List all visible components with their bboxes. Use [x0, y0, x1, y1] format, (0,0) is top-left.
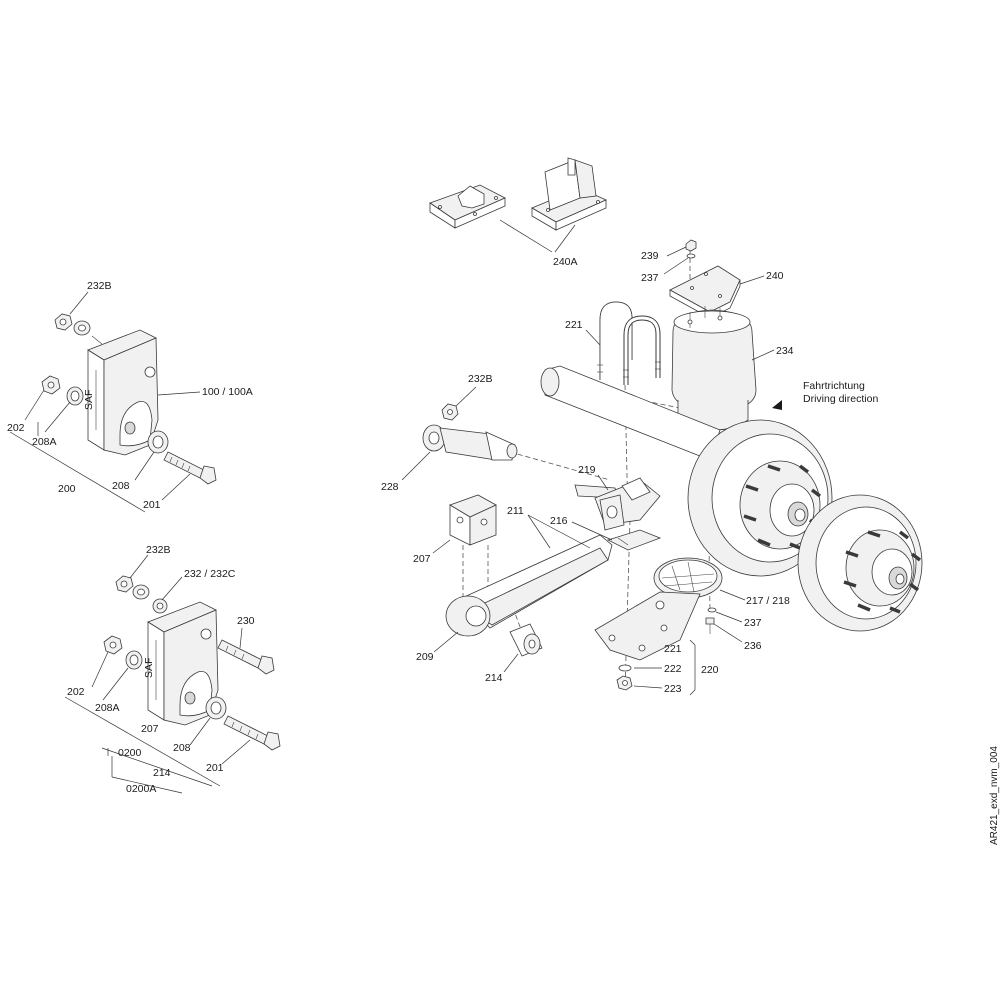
label-232-232c: 232 / 232C — [184, 568, 236, 580]
mounting-plate-240a-right — [531, 157, 607, 231]
shock-absorber-228 — [422, 424, 518, 461]
label-202-top: 202 — [7, 422, 25, 434]
air-spring-234 — [671, 306, 757, 431]
washer-208a-b — [125, 650, 143, 670]
label-201-bottom: 201 — [206, 762, 224, 774]
label-221-top: 221 — [565, 319, 583, 331]
label-239: 239 — [641, 250, 659, 262]
bolt-236 — [705, 617, 715, 634]
label-223: 223 — [664, 683, 682, 695]
label-230: 230 — [237, 615, 255, 627]
u-bolt-221 — [597, 301, 661, 385]
leaders-0200 — [64, 554, 251, 794]
brand-mark-b: SAF — [143, 658, 155, 678]
label-200: 200 — [58, 483, 76, 495]
fastener-group-220 — [616, 664, 633, 691]
nut-232b-bottom — [115, 575, 168, 614]
drawing-id: AR421_exd_nvm_004 — [989, 746, 1000, 845]
bolt-230 — [217, 639, 275, 675]
label-207-right: 207 — [413, 553, 431, 565]
label-214-left: 214 — [153, 767, 171, 779]
nut-232b-top — [54, 313, 103, 345]
label-232b-top: 232B — [87, 280, 112, 292]
label-216: 216 — [550, 515, 568, 527]
brake-disc-hub — [797, 494, 923, 632]
label-220: 220 — [701, 664, 719, 676]
bush-214 — [509, 623, 543, 657]
label-221-bottom: 221 — [664, 643, 682, 655]
label-211: 211 — [507, 505, 524, 517]
brake-drum-hub — [687, 419, 833, 577]
nut-239 — [685, 239, 697, 259]
label-232b-bottom: 232B — [146, 544, 171, 556]
washer-237-bottom — [707, 607, 717, 613]
label-208a-top: 208A — [32, 436, 57, 448]
label-219: 219 — [578, 464, 596, 476]
label-0200: 0200 — [118, 747, 142, 759]
bracket-207 — [449, 494, 497, 546]
bolt-201-b — [223, 715, 281, 751]
label-237-top: 237 — [641, 272, 659, 284]
label-222: 222 — [664, 663, 682, 675]
hanger-assembly-0200: SAF — [103, 575, 281, 751]
direction-label-en: Driving direction — [803, 393, 878, 405]
washer-208-b — [205, 696, 227, 720]
label-234: 234 — [776, 345, 794, 357]
trailing-arm-209-211 — [445, 534, 613, 637]
label-202-bottom: 202 — [67, 686, 85, 698]
label-237-bottom: 237 — [744, 617, 762, 629]
direction-arrow-icon — [772, 400, 782, 410]
label-201-top: 201 — [143, 499, 161, 511]
label-207-left: 207 — [141, 723, 159, 735]
bolt-201-a — [163, 451, 217, 485]
label-214-right: 214 — [485, 672, 503, 684]
hanger-bracket-100: SAF — [83, 329, 159, 456]
label-232b-shock: 232B — [468, 373, 493, 385]
nut-232b-shock — [441, 403, 459, 421]
label-208-top: 208 — [112, 480, 130, 492]
label-208a-bottom: 208A — [95, 702, 120, 714]
washer-208-a — [147, 430, 169, 454]
hanger-assembly-200: SAF — [41, 313, 217, 485]
label-208-bottom: 208 — [173, 742, 191, 754]
brand-mark-a: SAF — [83, 390, 95, 410]
direction-label-de: Fahrtrichtung — [803, 380, 865, 392]
nut-202-a — [41, 375, 61, 395]
label-217-218: 217 / 218 — [746, 595, 790, 607]
washer-208a-a — [66, 386, 84, 406]
label-100-100a: 100 / 100A — [202, 386, 253, 398]
hanger-bracket-207: SAF — [143, 601, 219, 726]
leaders-200 — [9, 291, 201, 513]
shim-plate-216 — [606, 529, 662, 551]
label-0200a: 0200A — [126, 783, 156, 795]
mounting-plate-240a-left — [429, 184, 506, 229]
nut-202-b — [103, 635, 123, 655]
label-236: 236 — [744, 640, 762, 652]
shock-bracket-217-218 — [594, 557, 723, 661]
label-228: 228 — [381, 481, 399, 493]
axle-seat-219 — [574, 477, 661, 531]
label-240: 240 — [766, 270, 784, 282]
label-240a: 240A — [553, 256, 578, 268]
label-209: 209 — [416, 651, 434, 663]
